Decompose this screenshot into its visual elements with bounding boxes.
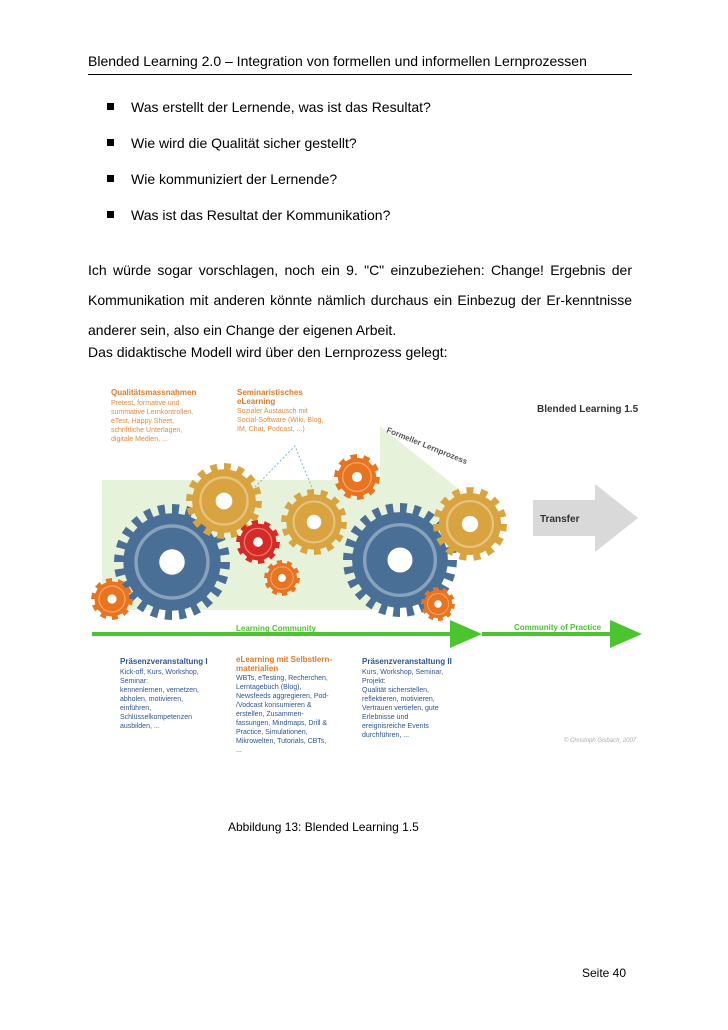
list-item: Was ist das Resultat der Kommunikation? [107,205,431,241]
praesenz2-line: durchführen, ... [362,732,409,739]
selfstudy-line: Practice, Simulationen, [236,729,308,736]
learning-community-label: Learning Community [236,624,317,633]
praesenz2-line: Vertrauen vertiefen, gute [362,705,439,712]
gear-hub [159,549,185,575]
gear-hub [387,547,412,572]
selfstudy-line: Lerntagebuch (Blog), [236,684,301,691]
cop-label: Community of Practice [514,623,602,632]
selfstudy-line: fassungen, Mindmaps, Drill & [236,720,327,727]
learning-community-arrowhead [450,620,482,648]
praesenz2-line: Projekt: [362,678,386,685]
cop-bar [482,632,612,636]
page-number: Seite 40 [582,966,626,980]
quality-line: digitale Medien, ... [111,436,168,443]
praesenz1-line: einführen, [120,705,151,712]
quality-line: eTest, Happy Sheet, [111,418,174,425]
quality-line: schriftliche Unterlagen, [111,427,182,434]
praesenz2-line: reflektieren, motivieren, [362,696,435,703]
question-list: Was erstellt der Lernende, was ist das R… [107,97,431,241]
bullet-square-icon [107,103,114,110]
praesenz1-line: Schlüsselkompetenzen [120,714,192,721]
bullet-square-icon [107,211,114,218]
praesenz2-heading: Präsenzveranstaltung II [362,657,452,666]
gear-hub [307,515,322,530]
praesenz1-line: ausbilden, ... [120,723,160,730]
praesenz1-line: Seminar: [120,678,148,685]
figure-credit: © Christoph Gisbach, 2007 [564,737,637,744]
figure-caption: Abbildung 13: Blended Learning 1.5 [228,820,419,834]
list-item: Wie kommuniziert der Lernende? [107,169,431,205]
selfstudy-heading: eLearning mit Selbstlern- [236,655,332,664]
bullet-square-icon [107,139,114,146]
quality-heading: Qualitätsmassnahmen [111,388,196,397]
gear-hub [216,493,233,510]
selfstudy-heading: materialien [236,664,278,673]
selfstudy-line: ... [236,747,242,754]
praesenz2-line: ereignisreiche Events [362,723,429,730]
transfer-label: Transfer [540,514,580,525]
body-paragraph: Ich würde sogar vorschlagen, noch ein 9.… [88,255,632,345]
gear-hub [352,472,362,482]
cop-arrowhead [610,620,642,648]
blended-learning-diagram: Transfer Formeller Lernprozess Blended L… [90,378,642,770]
page-header: Blended Learning 2.0 – Integration von f… [88,53,632,75]
gear-hub [434,600,441,607]
praesenz1-line: Kick-off, Kurs, Workshop, [120,669,199,676]
list-item: Was erstellt der Lernende, was ist das R… [107,97,431,133]
figure-title: Blended Learning 1.5 [537,404,639,415]
seminar-el-line: Social-Software (Wiki, Blog, [237,417,323,424]
gear-hub [253,537,263,547]
praesenz1-heading: Präsenzveranstaltung I [120,657,208,666]
praesenz2-line: Qualität sicherstellen, [362,687,429,694]
seminar-el-heading: Seminaristisches [237,388,303,397]
gear-hub [462,516,478,532]
seminar-el-line: Sozialer Austausch mit [237,408,308,415]
quality-line: summative Lernkontrollen, [111,409,193,416]
list-item: Wie wird die Qualität sicher gestellt? [107,133,431,169]
seminar-el-line: IM, Chat, Podcast, ...) [237,426,305,433]
bullet-square-icon [107,175,114,182]
praesenz2-line: Erlebnisse und [362,714,408,721]
figure-intro-paragraph: Das didaktische Modell wird über den Ler… [88,337,632,367]
selfstudy-line: Newsfeeds aggregieren, Pod- [236,693,329,700]
selfstudy-line: erstellen, Zusammen- [236,711,304,718]
praesenz1-line: abholen, motivieren, [120,696,183,703]
praesenz2-line: Kurs, Workshop, Seminar, [362,669,443,676]
quality-line: Pretest, formative und [111,400,180,407]
selfstudy-line: /Vodcast konsumieren & [236,702,312,709]
gear-hub [107,594,116,603]
gear-hub [278,574,286,582]
selfstudy-line: Mikrowelten, Tutorials, CBTs, [236,738,326,745]
seminar-el-heading: eLearning [237,397,275,406]
praesenz1-line: kennenlernen, vernetzen, [120,687,199,694]
selfstudy-line: WBTs, eTesting, Recherchen, [236,675,328,682]
